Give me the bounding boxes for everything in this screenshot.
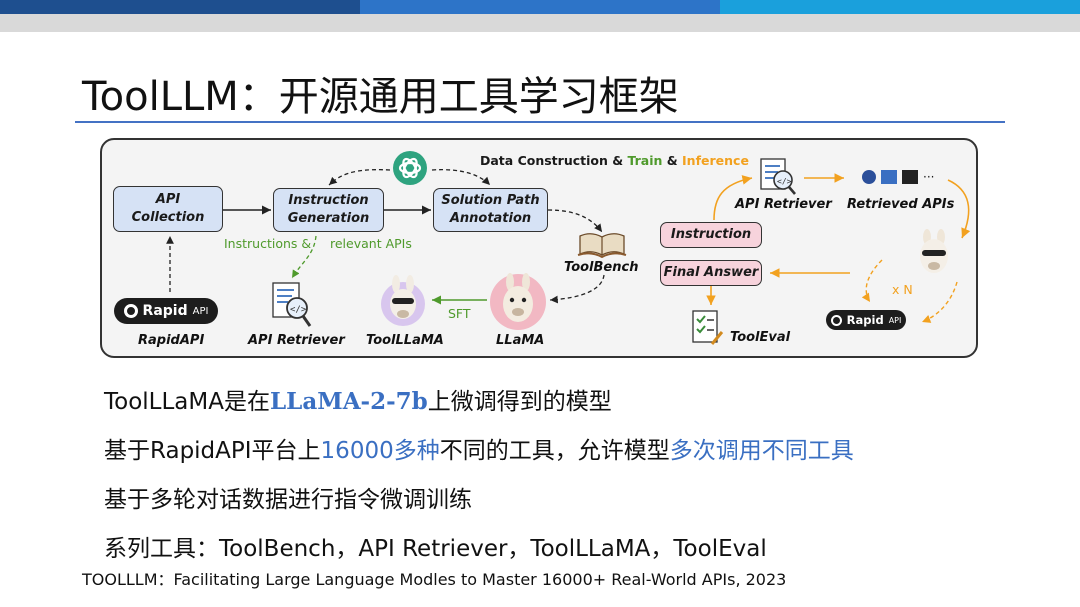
rapidapi-logo-suffix: API bbox=[192, 305, 209, 317]
openai-icon bbox=[393, 151, 427, 185]
tooleval-label: ToolEval bbox=[730, 330, 791, 345]
diagram-connectors bbox=[166, 169, 971, 323]
bullet-2-highlight-2: 多次调用不同工具 bbox=[669, 438, 854, 464]
final-answer-box: Final Answer bbox=[660, 260, 762, 286]
bullet-1-highlight: LLaMA-2-7b bbox=[269, 388, 428, 415]
instruction-box: Instruction bbox=[660, 222, 762, 248]
bullet-2-highlight: 16000多种 bbox=[320, 438, 440, 464]
instruction-generation-box: Instruction Generation bbox=[273, 188, 384, 232]
title-underline bbox=[75, 121, 1005, 123]
api-logos-icon: ··· bbox=[862, 170, 934, 184]
diagram-panel: Data Construction & Train & Inference AP… bbox=[100, 138, 978, 358]
slide-title: ToolLLM：开源通用工具学习框架 bbox=[82, 74, 679, 120]
api-logo-1 bbox=[862, 170, 876, 184]
llama-label: LLaMA bbox=[496, 333, 545, 348]
times-n-label: x N bbox=[892, 282, 913, 297]
header-inference: Inference bbox=[682, 153, 749, 168]
solution-path-box: Solution Path Annotation bbox=[433, 188, 548, 232]
solution-path-line1: Solution Path bbox=[441, 193, 540, 208]
api-collection-line2: Collection bbox=[131, 210, 205, 225]
relevant-apis-label: relevant APIs bbox=[330, 236, 412, 251]
api-collection-box: API Collection bbox=[113, 186, 223, 232]
bullet-1: ToolLLaMA是在LLaMA-2-7b上微调得到的模型 bbox=[104, 382, 612, 416]
header-band bbox=[0, 14, 1080, 32]
svg-text:</>: </> bbox=[777, 177, 792, 186]
header-amp: & bbox=[662, 153, 683, 168]
bullet-3: 基于多轮对话数据进行指令微调训练 bbox=[104, 487, 472, 513]
llama-base-icon bbox=[490, 273, 546, 330]
header-train: Train bbox=[627, 153, 663, 168]
toolllama-right-icon bbox=[920, 229, 948, 273]
diagram-header: Data Construction & Train & Inference bbox=[480, 153, 749, 168]
top-bar-segment-light bbox=[720, 0, 1080, 14]
api-logos-ellipsis: ··· bbox=[923, 170, 935, 184]
instructions-label: Instructions & bbox=[224, 236, 312, 251]
top-color-bar bbox=[0, 0, 1080, 14]
rapidapi-logo-right: Rapid API bbox=[826, 310, 906, 330]
bullet-2-text-b: 不同的工具，允许模型 bbox=[439, 438, 670, 464]
instruction-generation-line2: Generation bbox=[287, 211, 370, 226]
top-bar-segment-mid bbox=[360, 0, 720, 14]
api-retriever-left-label: API Retriever bbox=[248, 333, 345, 348]
rapidapi-right-logo-text: Rapid bbox=[846, 313, 884, 327]
instruction-label: Instruction bbox=[670, 227, 752, 242]
toolllama-label: ToolLLaMA bbox=[366, 333, 444, 348]
llama-icon bbox=[381, 275, 425, 326]
api-retriever-right-label: API Retriever bbox=[735, 197, 832, 212]
rapidapi-right-logo-suffix: API bbox=[888, 315, 902, 325]
book-icon bbox=[577, 233, 627, 258]
top-bar-segment-dark bbox=[0, 0, 360, 14]
rapidapi-logo: Rapid API bbox=[114, 298, 218, 324]
bullet-2-text-a: 基于RapidAPI平台上 bbox=[104, 438, 321, 464]
api-retriever-right-icon: </> bbox=[760, 158, 796, 195]
api-collection-line1: API bbox=[155, 192, 181, 207]
header-prefix: Data Construction & bbox=[480, 153, 628, 168]
solution-path-line2: Annotation bbox=[449, 211, 532, 226]
checklist-icon bbox=[692, 310, 724, 345]
rapidapi-q-icon bbox=[123, 304, 138, 318]
sft-label: SFT bbox=[448, 306, 471, 321]
api-logo-3 bbox=[902, 170, 918, 184]
toolbench-label: ToolBench bbox=[564, 260, 639, 275]
final-answer-label: Final Answer bbox=[663, 265, 759, 280]
bullet-1-text-a: ToolLLaMA是在 bbox=[104, 389, 270, 415]
rapidapi-logo-text: Rapid bbox=[142, 303, 188, 319]
rapidapi-right-q-icon bbox=[830, 314, 842, 326]
retrieved-apis-label: Retrieved APIs bbox=[847, 197, 955, 212]
bullet-1-text-b: 上微调得到的模型 bbox=[427, 389, 612, 415]
bullet-4: 系列工具：ToolBench，API Retriever，ToolLLaMA，T… bbox=[104, 536, 767, 562]
document-search-icon: </> bbox=[272, 282, 312, 327]
svg-text:</>: </> bbox=[290, 305, 307, 315]
instruction-generation-line1: Instruction bbox=[288, 193, 369, 208]
rapidapi-label: RapidAPI bbox=[138, 333, 205, 348]
api-logo-2 bbox=[881, 170, 897, 184]
slide-footer-citation: TOOLLLM：Facilitating Large Language Modl… bbox=[82, 570, 787, 589]
bullet-2: 基于RapidAPI平台上16000多种不同的工具，允许模型多次调用不同工具 bbox=[104, 431, 854, 465]
